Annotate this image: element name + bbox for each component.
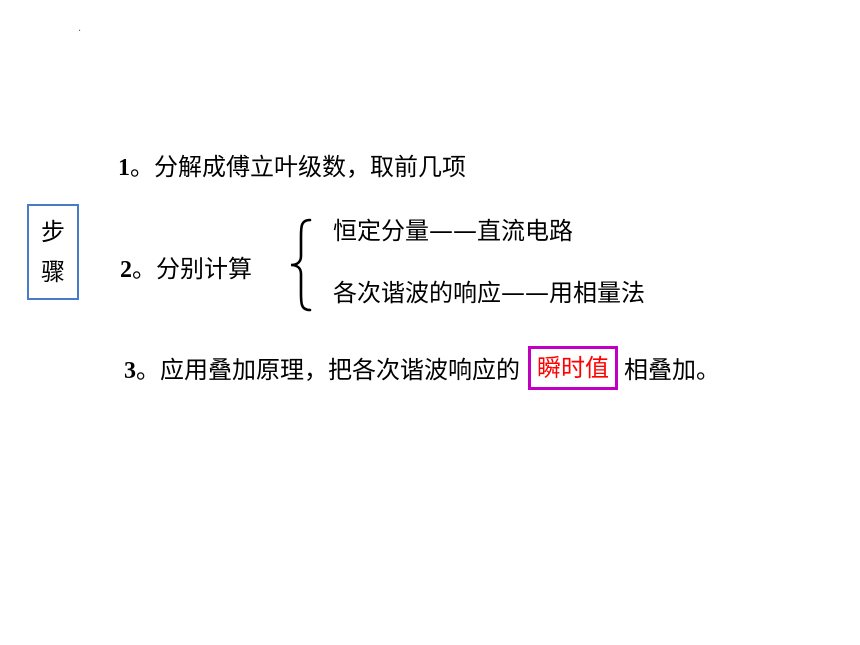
step-2: 2。分别计算 xyxy=(120,254,252,285)
step-2-number: 2 xyxy=(120,257,132,283)
step-1: 1。分解成傅立叶级数，取前几项 xyxy=(118,152,466,183)
step-1-text: 。分解成傅立叶级数，取前几项 xyxy=(130,153,466,181)
step-2-sub-1: 恒定分量——直流电路 xyxy=(333,217,573,245)
stray-dot: . xyxy=(78,23,82,34)
step-3: 3。应用叠加原理，把各次谐波响应的瞬时值相叠加。 xyxy=(124,346,720,392)
step-2-text: 。分别计算 xyxy=(132,255,252,283)
steps-label-box: 步 骤 xyxy=(27,204,79,300)
step-3-text-after: 相叠加。 xyxy=(624,356,720,384)
step-1-number: 1 xyxy=(118,155,130,181)
steps-label-char-2: 骤 xyxy=(41,258,65,286)
step-3-text-before: 。应用叠加原理，把各次谐波响应的 xyxy=(136,356,520,384)
step-3-number: 3 xyxy=(124,358,136,384)
instantaneous-value-highlight: 瞬时值 xyxy=(528,346,618,390)
step-2-sub-2: 各次谐波的响应——用相量法 xyxy=(333,279,645,307)
curly-brace-icon xyxy=(290,218,312,312)
steps-label-char-1: 步 xyxy=(41,218,65,246)
